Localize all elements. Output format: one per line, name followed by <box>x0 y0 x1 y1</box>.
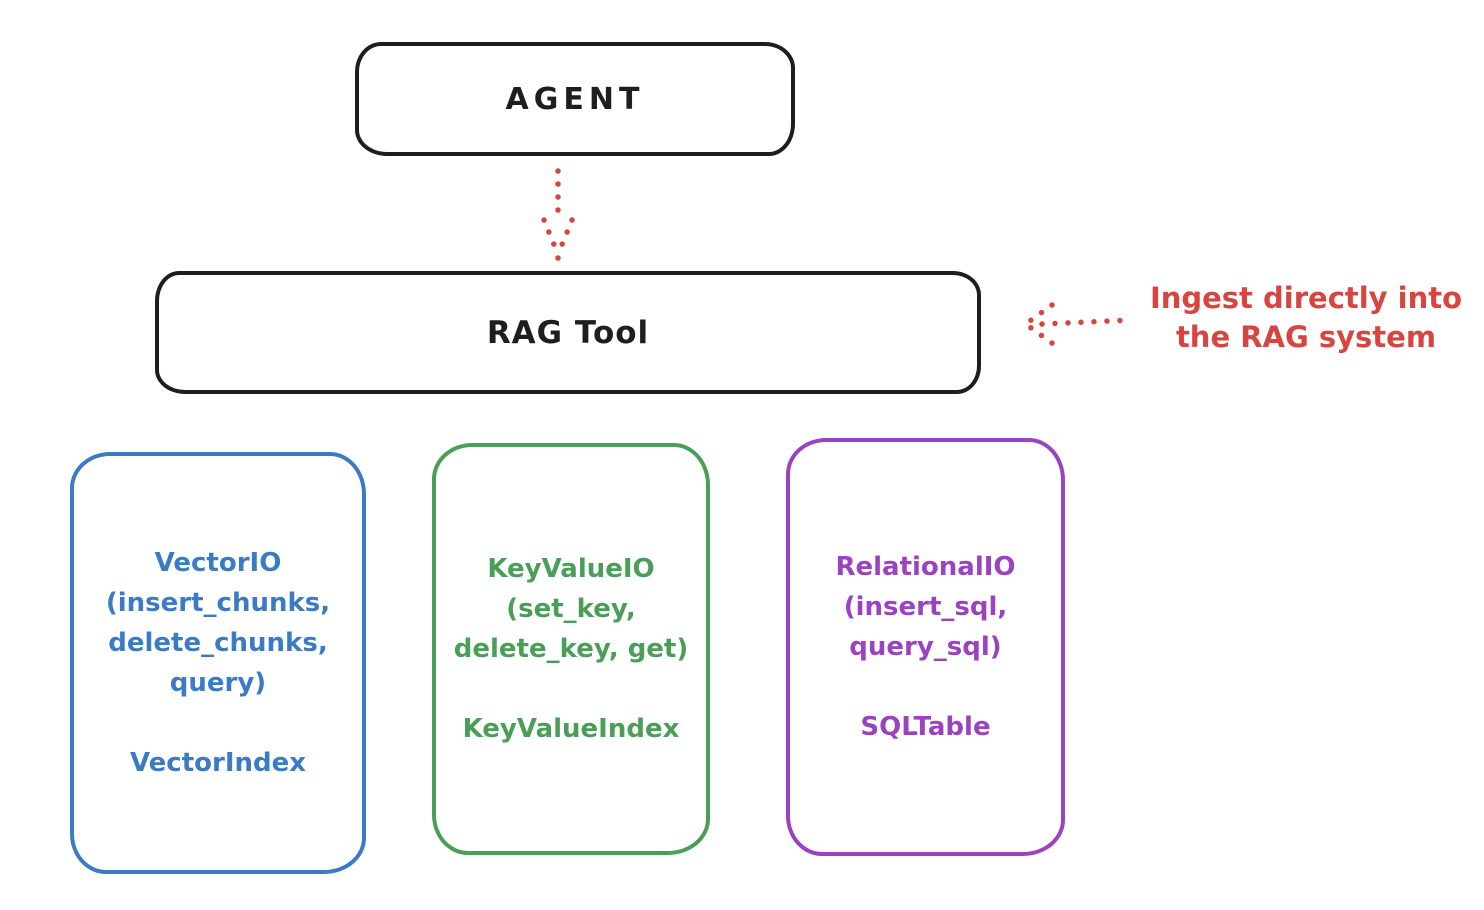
backend-keyvalue-line: (set_key, <box>506 594 636 624</box>
backend-box-key-value-io: KeyValueIO (set_key, delete_key, get) Ke… <box>432 443 710 855</box>
backend-vector-line: query) <box>169 668 267 698</box>
ingest-annotation-line2: the RAG system <box>1175 320 1437 354</box>
backend-vector-line: delete_chunks, <box>108 628 328 658</box>
ingest-annotation: Ingest directly into the RAG system <box>1140 279 1472 357</box>
backend-keyvalue-index-label: KeyValueIndex <box>462 714 680 744</box>
agent-box: AGENT <box>355 42 795 156</box>
backend-relational-line: query_sql) <box>849 632 1002 662</box>
backend-box-relational-io: RelationalIO (insert_sql, query_sql) SQL… <box>786 438 1065 856</box>
backend-vector-line: VectorIO <box>154 548 282 578</box>
backend-keyvalue-line: delete_key, get) <box>453 634 689 664</box>
agent-to-ragtool-arrow-icon <box>541 168 575 262</box>
backend-vector-index-label: VectorIndex <box>129 748 307 778</box>
backend-relational-index-label: SQLTable <box>860 712 991 742</box>
backend-keyvalue-line: KeyValueIO <box>487 554 655 584</box>
agent-label: AGENT <box>505 81 645 117</box>
ingest-annotation-line1: Ingest directly into <box>1149 281 1463 315</box>
backend-relational-line: (insert_sql, <box>843 592 1008 622</box>
rag-tool-box: RAG Tool <box>155 271 981 394</box>
ingest-arrow-icon <box>1024 302 1135 346</box>
backend-relational-line: RelationalIO <box>835 552 1016 582</box>
backend-vector-line: (insert_chunks, <box>105 588 331 618</box>
backend-box-vector-io: VectorIO (insert_chunks, delete_chunks, … <box>70 452 366 874</box>
rag-tool-label: RAG Tool <box>486 314 650 351</box>
